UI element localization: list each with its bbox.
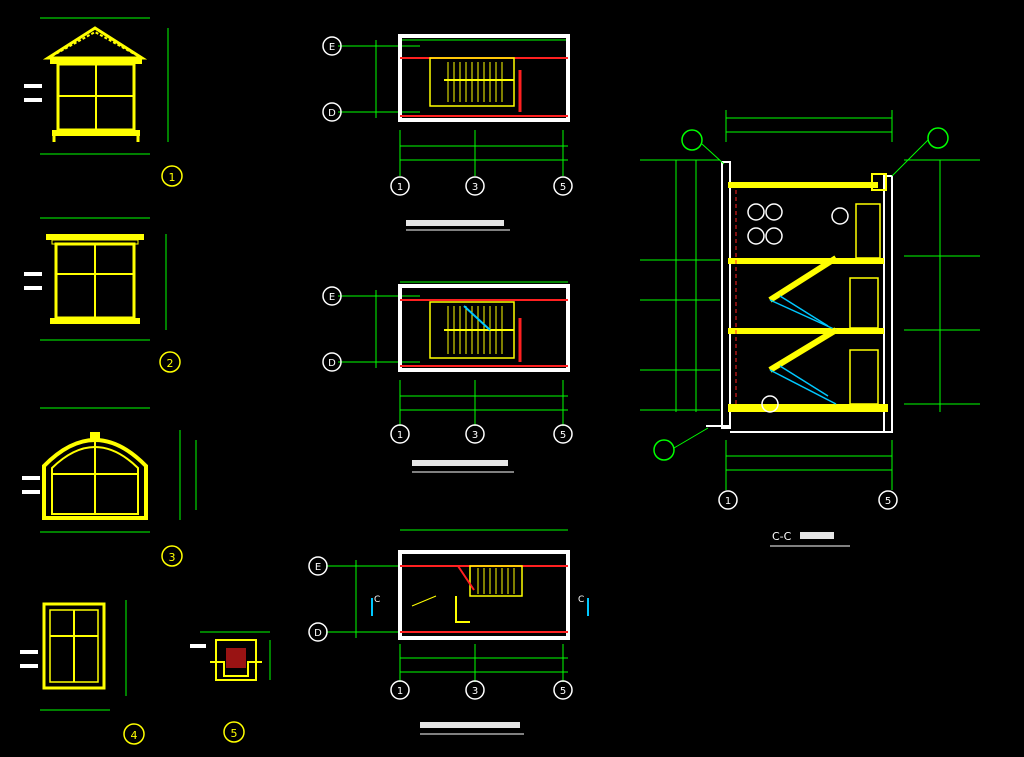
plan-bot-axis-3: 3 xyxy=(472,686,478,697)
cornice-detail-5: 5 xyxy=(190,631,271,743)
section-axis-5: 5 xyxy=(885,496,891,507)
plan-top-axis-5: 5 xyxy=(560,182,566,193)
plan-top-axis-3: 3 xyxy=(472,182,478,193)
plan-top-axis-d: D xyxy=(328,108,336,119)
section-title: C-C xyxy=(772,530,792,543)
window-detail-3: 3 xyxy=(22,407,197,567)
detail-2-label: 2 xyxy=(167,357,174,370)
window-detail-2: 2 xyxy=(24,217,181,373)
plan-bot-axis-d: D xyxy=(314,628,322,639)
plan-mid-axis-1: 1 xyxy=(397,430,403,441)
detail-4-label: 4 xyxy=(131,729,138,742)
section-c-c: 1 5 C-C xyxy=(640,110,980,547)
window-detail-1: 1 xyxy=(24,17,183,187)
plan-top-axis-1: 1 xyxy=(397,182,403,193)
plan-bottom-section-mark-right: C xyxy=(578,595,584,605)
stair-plan-middle: E D 1 3 5 xyxy=(322,281,573,473)
plan-mid-axis-5: 5 xyxy=(560,430,566,441)
stair-plan-top: E D 1 3 5 xyxy=(322,34,573,231)
plan-mid-axis-3: 3 xyxy=(472,430,478,441)
plan-bot-axis-5: 5 xyxy=(560,686,566,697)
window-detail-4: 4 xyxy=(20,600,145,745)
plan-top-axis-e: E xyxy=(329,42,335,53)
detail-5-label: 5 xyxy=(231,727,238,740)
plan-bot-axis-e: E xyxy=(315,562,321,573)
stair-plan-bottom: C C E D 1 3 5 xyxy=(308,529,589,735)
section-axis-1: 1 xyxy=(725,496,731,507)
detail-3-label: 3 xyxy=(169,551,176,564)
plan-mid-axis-e: E xyxy=(329,292,335,303)
plan-bot-axis-1: 1 xyxy=(397,686,403,697)
detail-1-label: 1 xyxy=(169,171,176,184)
plan-mid-axis-d: D xyxy=(328,358,336,369)
plan-bottom-section-mark-left: C xyxy=(374,595,380,605)
